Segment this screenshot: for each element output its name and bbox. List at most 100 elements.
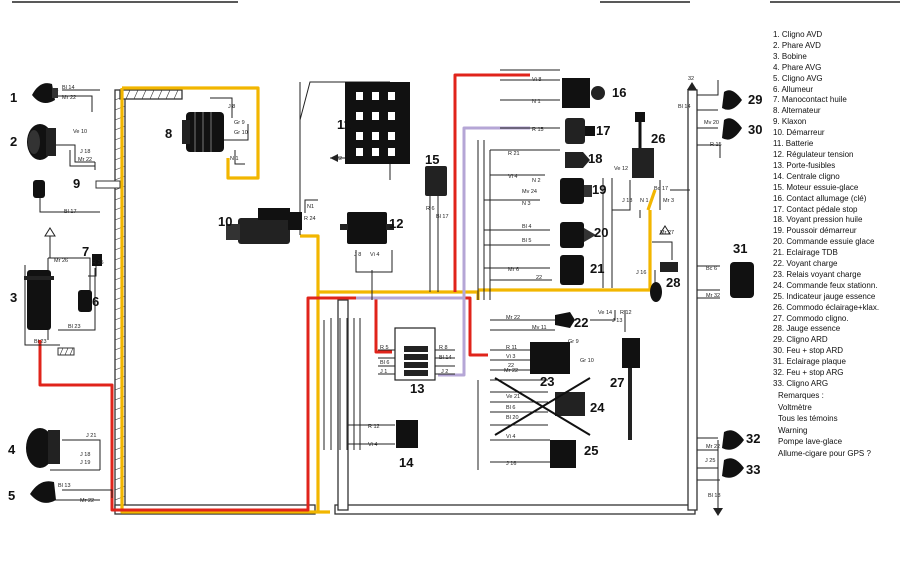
wire-label: J 2	[441, 369, 448, 375]
legend-item: 12. Régulateur tension	[773, 149, 854, 159]
legend-item: 3. Bobine	[773, 51, 807, 61]
legend-item: 30. Feu + stop ARD	[773, 346, 844, 356]
component-number-5: 5	[8, 488, 15, 503]
wire-label: J 18	[622, 198, 632, 204]
wire-label: Mv 20	[704, 120, 719, 126]
legend-item: 18. Voyant pression huile	[773, 215, 863, 225]
wire-label: 22	[336, 156, 342, 162]
legend-item: 5. Cligno AVG	[773, 73, 823, 83]
component-number-19: 19	[592, 182, 606, 197]
arrow-icon	[687, 82, 697, 90]
component-number-14: 14	[399, 455, 414, 470]
legend-item: 32. Feu + stop ARG	[773, 368, 844, 378]
wire-label: Bl 14	[439, 355, 452, 361]
wire-label: Ve 14	[598, 310, 612, 316]
wire-label: R 24	[304, 216, 316, 222]
wire-label: Bl 6	[506, 405, 515, 411]
demarreur-symbol	[226, 208, 302, 244]
legend-item: 13. Porte-fusibles	[773, 160, 836, 170]
legend-item: 20. Commande essuie glace	[773, 237, 875, 247]
wire-label: Vi 8	[532, 77, 541, 83]
wire-label: J 16	[506, 461, 516, 467]
wire-label: N 1	[532, 99, 541, 105]
legend-item: 17. Contact pédale stop	[773, 204, 858, 214]
cligno-ard-symbol	[722, 90, 742, 110]
wire-label: Bl 4	[522, 224, 531, 230]
legend-item: 16. Contact allumage (clé)	[773, 193, 867, 203]
component-number-17: 17	[596, 123, 610, 138]
component-number-31: 31	[733, 241, 747, 256]
wire-label: J 1	[380, 369, 387, 375]
remarks-item: Allume-cigare pour GPS ?	[778, 448, 871, 458]
legend-item: 4. Phare AVG	[773, 62, 822, 72]
legend-item: 7. Manocontact huile	[773, 95, 847, 105]
wire-label: Gr 9	[568, 339, 579, 345]
alternateur-symbol	[182, 112, 224, 152]
component-number-16: 16	[612, 85, 626, 100]
component-numbers: 1 2 3 4 5 6 7 8 9 10 11 12 13 14 15 16 1…	[8, 85, 762, 503]
wire-label: Gr 10	[234, 130, 248, 136]
legend-item: 24. Commande feux stationn.	[773, 280, 878, 290]
moteur-essuie-glace-symbol	[425, 166, 447, 196]
legend-item: 22. Voyant charge	[773, 259, 838, 269]
component-number-30: 30	[748, 122, 762, 137]
wire-label: Mr 22	[80, 498, 94, 504]
wire-label: Mr 6	[508, 267, 519, 273]
wire-label: R 6	[426, 206, 435, 212]
component-number-7: 7	[82, 244, 89, 259]
remarks-title: Remarques :	[778, 391, 824, 400]
component-number-32: 32	[746, 431, 760, 446]
wire-label: Mr 27	[660, 230, 674, 236]
wire-label: R 21	[508, 151, 520, 157]
wire-label: R 5	[380, 345, 389, 351]
wire-label: Mr 32	[706, 293, 720, 299]
wire-label: R 15	[532, 127, 544, 133]
klaxon-symbol	[33, 180, 45, 198]
wire-label: N1	[307, 204, 314, 210]
wire-label: J 8	[228, 104, 235, 110]
wire-label: J 8	[354, 252, 361, 258]
component-number-4: 4	[8, 442, 16, 457]
wire-label: R 12	[368, 424, 380, 430]
wire-label: R 15	[710, 142, 722, 148]
commodo-cligno-symbol	[622, 338, 640, 440]
legend-item: 6. Allumeur	[773, 84, 814, 94]
component-number-25: 25	[584, 443, 598, 458]
relais-voyant-charge-symbol	[530, 342, 570, 374]
wire-label: Vi 4	[506, 434, 515, 440]
red-wire	[38, 73, 530, 512]
legend-item: 9. Klaxon	[773, 117, 807, 127]
component-number-3: 3	[10, 290, 17, 305]
component-number-20: 20	[594, 225, 608, 240]
legend-item: 29. Cligno ARD	[773, 335, 828, 345]
component-number-12: 12	[389, 216, 403, 231]
batterie-symbol	[345, 82, 410, 164]
legend-item: 25. Indicateur jauge essence	[773, 291, 876, 301]
wire-label: Bl 5	[522, 238, 531, 244]
lilac-wire	[356, 126, 530, 377]
legend-item: 28. Jauge essence	[773, 324, 841, 334]
remarks-item: Voltmètre	[778, 402, 812, 412]
component-number-9: 9	[73, 176, 80, 191]
wire-labels: Bl 14 Mr 22 Ve 10 J 18 Mr 22 Bl 17 J 8 G…	[34, 76, 722, 504]
wire-label: Mr 26	[54, 258, 68, 264]
wire-label: Bl 17	[436, 214, 449, 220]
wire-label: J 21	[86, 433, 96, 439]
wire-label: Mr 22	[504, 368, 518, 374]
wire-label: Bl 13	[58, 483, 71, 489]
eclairage-plaque-symbol	[730, 262, 754, 298]
legend-item: 33. Cligno ARG	[773, 379, 829, 388]
wire-label: R 25	[92, 260, 104, 266]
phare-avg-symbol	[26, 428, 60, 468]
component-number-1: 1	[10, 90, 17, 105]
jauge-essence-symbol	[650, 262, 678, 302]
wire-label: 32	[688, 76, 694, 82]
wire-label: J 13	[612, 318, 622, 324]
component-number-8: 8	[165, 126, 172, 141]
remarks-item: Warning	[778, 425, 808, 435]
ground-symbol	[44, 227, 56, 258]
remarks-item: Pompe lave-glace	[778, 437, 843, 447]
poussoir-demarreur-symbol	[560, 178, 592, 204]
wire-label: Bl 14	[678, 104, 691, 110]
